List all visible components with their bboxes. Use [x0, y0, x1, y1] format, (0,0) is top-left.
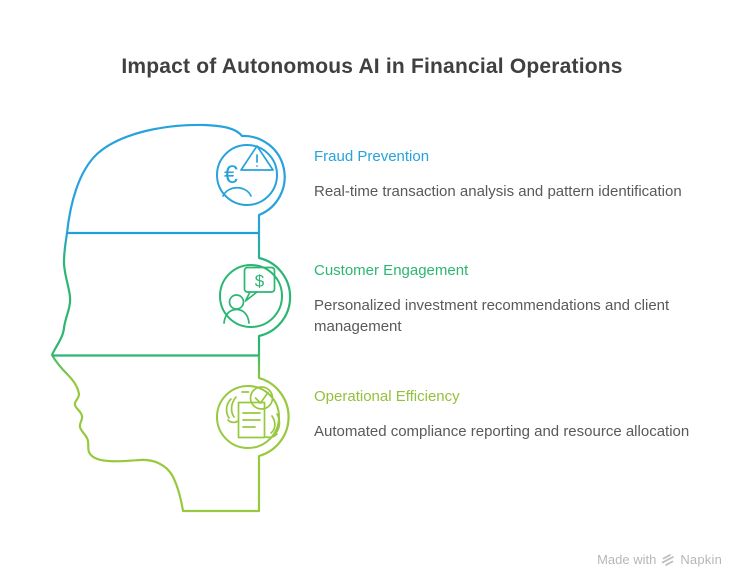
head-profile-outline [50, 123, 292, 513]
watermark-brand: Napkin [680, 552, 722, 567]
section-label: Fraud Prevention [314, 148, 430, 165]
euro-user-warning-icon: € [216, 144, 278, 206]
section-description: Personalized investment recommendations … [314, 297, 670, 335]
section-description: Real-time transaction analysis and patte… [314, 183, 682, 200]
section-fraud-prevention: Fraud Prevention Real-time transaction a… [314, 148, 738, 202]
section-label: Customer Engagement [314, 262, 469, 279]
svg-text:€: € [224, 161, 238, 189]
napkin-watermark[interactable]: Made with Napkin [597, 552, 722, 567]
section-customer-engagement: Customer Engagement Personalized investm… [314, 262, 738, 337]
section-label: Operational Efficiency [314, 388, 460, 405]
section-description: Automated compliance reporting and resou… [314, 423, 690, 440]
document-hands-check-icon [216, 385, 281, 449]
user-dollar-chat-icon: $ [219, 264, 283, 328]
svg-text:$: $ [255, 272, 265, 291]
page-title: Impact of Autonomous AI in Financial Ope… [121, 55, 623, 78]
section-operational-efficiency: Operational Efficiency Automated complia… [314, 388, 738, 442]
napkin-logo-icon [662, 553, 675, 566]
watermark-prefix: Made with [597, 552, 657, 567]
